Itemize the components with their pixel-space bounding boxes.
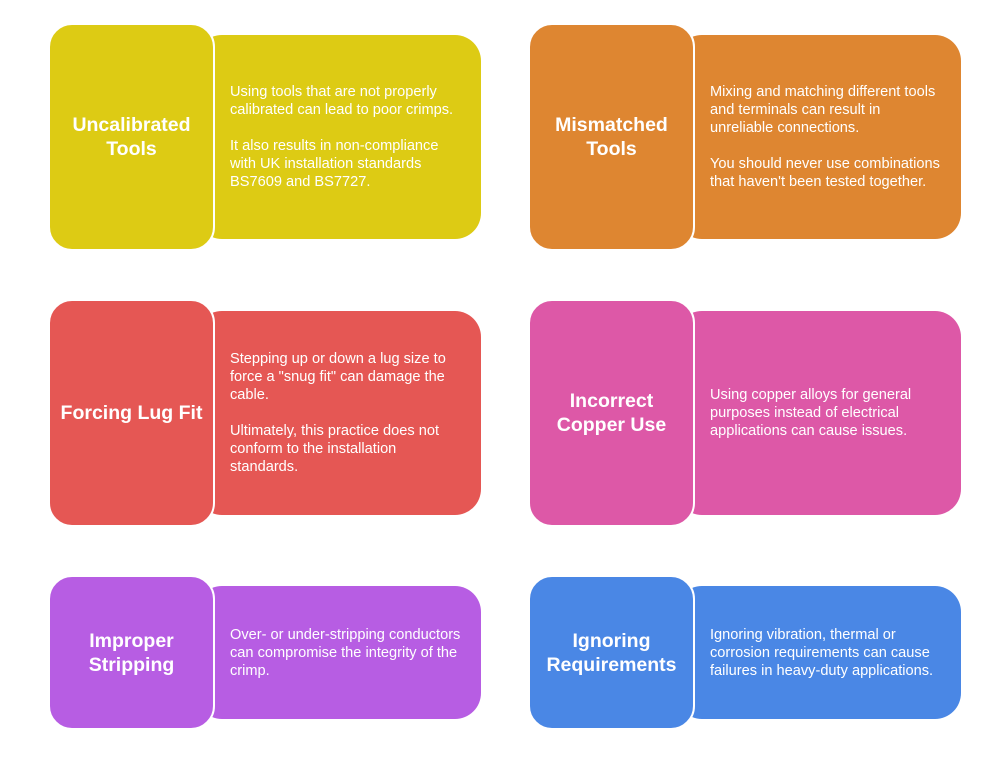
card-description-panel: Using copper alloys for general purposes…: [676, 311, 961, 515]
description-line: Ultimately, this practice does not confo…: [230, 423, 439, 475]
card-title: Improper Stripping: [88, 629, 175, 676]
description-line: Ignoring vibration, thermal or corrosion…: [710, 626, 934, 679]
description-line: Mixing and matching different tools and …: [710, 84, 936, 136]
card-title: Uncalibrated Tools: [72, 114, 191, 160]
card-title: Mismatched Tools: [555, 114, 668, 160]
card-title-tab: Uncalibrated Tools: [48, 23, 215, 251]
card-title-tab: Incorrect Copper Use: [528, 299, 695, 527]
card-description: Using copper alloys for general purposes…: [710, 386, 947, 440]
description-line: Using copper alloys for general purposes…: [710, 387, 912, 439]
card-description: Mixing and matching different tools and …: [710, 83, 947, 191]
description-line: You should never use combinations that h…: [710, 156, 940, 190]
card-description-panel: Using tools that are not properly calibr…: [196, 35, 481, 239]
card-title-tab: Ignoring Requirements: [528, 575, 695, 730]
card-description-panel: Mixing and matching different tools and …: [676, 35, 961, 239]
card-description-panel: Stepping up or down a lug size to force …: [196, 311, 481, 515]
description-line: Over- or under-stripping conductors can …: [230, 626, 461, 679]
card-title: Incorrect Copper Use: [556, 390, 667, 436]
card-description: Over- or under-stripping conductors can …: [230, 626, 467, 680]
card-title: Ignoring Requirements: [546, 629, 677, 676]
description-line: Using tools that are not properly calibr…: [230, 84, 454, 118]
card-description: Using tools that are not properly calibr…: [230, 83, 467, 191]
card-title: Forcing Lug Fit: [60, 402, 203, 424]
card-title-tab: Mismatched Tools: [528, 23, 695, 251]
card-description: Ignoring vibration, thermal or corrosion…: [710, 626, 947, 680]
card-title-tab: Forcing Lug Fit: [48, 299, 215, 527]
card-description-panel: Ignoring vibration, thermal or corrosion…: [676, 586, 961, 719]
card-description-panel: Over- or under-stripping conductors can …: [196, 586, 481, 719]
description-line: It also results in non-compliance with U…: [230, 138, 439, 190]
card-description: Stepping up or down a lug size to force …: [230, 350, 467, 476]
description-line: Stepping up or down a lug size to force …: [230, 351, 446, 403]
card-title-tab: Improper Stripping: [48, 575, 215, 730]
